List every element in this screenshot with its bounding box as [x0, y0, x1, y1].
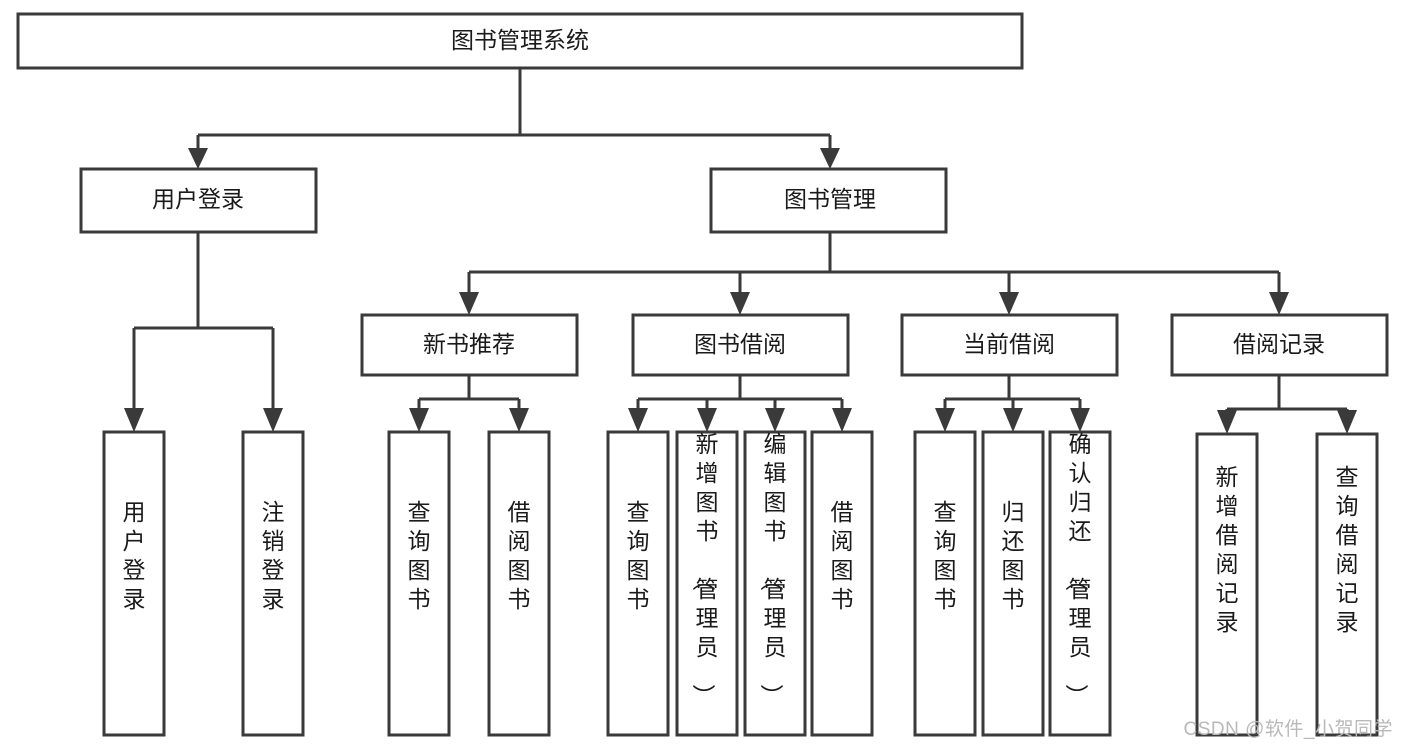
- node-newbook-box[interactable]: [360, 313, 579, 377]
- arrow-head-newbook-1: [409, 408, 429, 432]
- connector-layer: [124, 68, 1357, 434]
- node-current-1-box[interactable]: [913, 430, 977, 737]
- node-newbook-2-box[interactable]: [487, 430, 551, 737]
- arrow-head-newbook: [459, 292, 479, 315]
- node-records-label: 借阅记录: [1233, 331, 1325, 357]
- node-borrow-label: 图书借阅: [694, 331, 786, 357]
- node-borrow-4-label: 借阅图书: [831, 499, 854, 612]
- arrow-head-borrow-4: [832, 408, 852, 432]
- node-current-label: 当前借阅: [963, 331, 1055, 357]
- node-login-2-label: 注销登录: [262, 499, 285, 612]
- node-newbook[interactable]: 新书推荐: [360, 313, 579, 377]
- node-login-box[interactable]: [79, 167, 318, 234]
- node-root-box[interactable]: [16, 12, 1024, 70]
- node-current-2-label: 归还图书: [1002, 499, 1025, 612]
- node-borrow-box[interactable]: [631, 313, 850, 377]
- node-bookmgmt-box[interactable]: [709, 167, 948, 234]
- arrow-head-borrow-1: [628, 408, 648, 432]
- arrow-head-borrow-2: [697, 408, 717, 432]
- node-current-2[interactable]: 归还图书: [981, 430, 1045, 737]
- node-current[interactable]: 当前借阅: [900, 313, 1119, 377]
- node-login-1-label: 用户登录: [123, 499, 146, 612]
- node-current-3-box[interactable]: [1048, 430, 1112, 737]
- arrow-head-borrow-3: [765, 408, 785, 432]
- node-borrow-3[interactable]: 编辑图书（管理员）: [743, 430, 807, 737]
- node-records-2[interactable]: 查询借阅记录: [1315, 432, 1379, 737]
- node-records-1[interactable]: 新增借阅记录: [1195, 432, 1259, 737]
- node-root[interactable]: 图书管理系统: [16, 12, 1024, 70]
- node-borrow-1-box[interactable]: [606, 430, 670, 737]
- node-newbook-label: 新书推荐: [423, 331, 515, 357]
- node-borrow[interactable]: 图书借阅: [631, 313, 850, 377]
- node-newbook-2[interactable]: 借阅图书: [487, 430, 551, 737]
- arrow-head-current-2: [1003, 408, 1023, 432]
- node-records[interactable]: 借阅记录: [1170, 313, 1389, 377]
- node-records-2-box[interactable]: [1315, 432, 1379, 737]
- node-login-2-box[interactable]: [241, 430, 305, 737]
- node-records-1-box[interactable]: [1195, 432, 1259, 737]
- node-records-box[interactable]: [1170, 313, 1389, 377]
- arrow-head-records-2: [1337, 410, 1357, 434]
- node-borrow-4[interactable]: 借阅图书: [810, 430, 874, 737]
- node-current-1[interactable]: 查询图书: [913, 430, 977, 737]
- node-newbook-1[interactable]: 查询图书: [387, 430, 451, 737]
- node-borrow-4-box[interactable]: [810, 430, 874, 737]
- arrow-head-current-3: [1070, 408, 1090, 432]
- node-records-2-label: 查询借阅记录: [1336, 464, 1359, 635]
- node-borrow-3-label: 编辑图书（管理员）: [759, 431, 787, 707]
- arrow-head-newbook-2: [509, 408, 529, 432]
- arrow-head-borrow: [730, 292, 750, 315]
- arrow-head-records: [1269, 292, 1289, 315]
- node-records-1-label: 新增借阅记录: [1216, 464, 1239, 635]
- arrow-head-current: [999, 292, 1019, 315]
- node-newbook-1-label: 查询图书: [408, 499, 431, 612]
- node-login[interactable]: 用户登录: [79, 167, 318, 234]
- node-borrow-2-box[interactable]: [675, 430, 739, 737]
- node-current-3-label: 确认归还（管理员）: [1064, 431, 1092, 707]
- arrow-head-login: [188, 148, 208, 169]
- node-login-label: 用户登录: [152, 186, 244, 212]
- node-current-1-label: 查询图书: [934, 499, 957, 612]
- node-bookmgmt-label: 图书管理: [784, 186, 876, 212]
- node-newbook-1-box[interactable]: [387, 430, 451, 737]
- node-borrow-1-label: 查询图书: [627, 499, 650, 612]
- arrow-head-login-2: [263, 408, 283, 432]
- node-login-2[interactable]: 注销登录: [241, 430, 305, 737]
- node-root-label: 图书管理系统: [451, 27, 589, 53]
- node-borrow-2-label: 新增图书（管理员）: [691, 431, 719, 707]
- arrow-head-login-1: [124, 408, 144, 432]
- node-bookmgmt[interactable]: 图书管理: [709, 167, 948, 234]
- node-current-2-box[interactable]: [981, 430, 1045, 737]
- node-borrow-1[interactable]: 查询图书: [606, 430, 670, 737]
- node-borrow-2[interactable]: 新增图书（管理员）: [675, 430, 739, 737]
- node-login-1-box[interactable]: [102, 430, 166, 737]
- arrow-head-records-1: [1217, 410, 1237, 434]
- node-login-1[interactable]: 用户登录: [102, 430, 166, 737]
- arrow-head-current-1: [935, 408, 955, 432]
- node-borrow-3-box[interactable]: [743, 430, 807, 737]
- node-newbook-2-label: 借阅图书: [508, 499, 531, 612]
- arrow-head-bookmgmt: [820, 148, 840, 169]
- node-current-3[interactable]: 确认归还（管理员）: [1048, 430, 1112, 737]
- node-current-box[interactable]: [900, 313, 1119, 377]
